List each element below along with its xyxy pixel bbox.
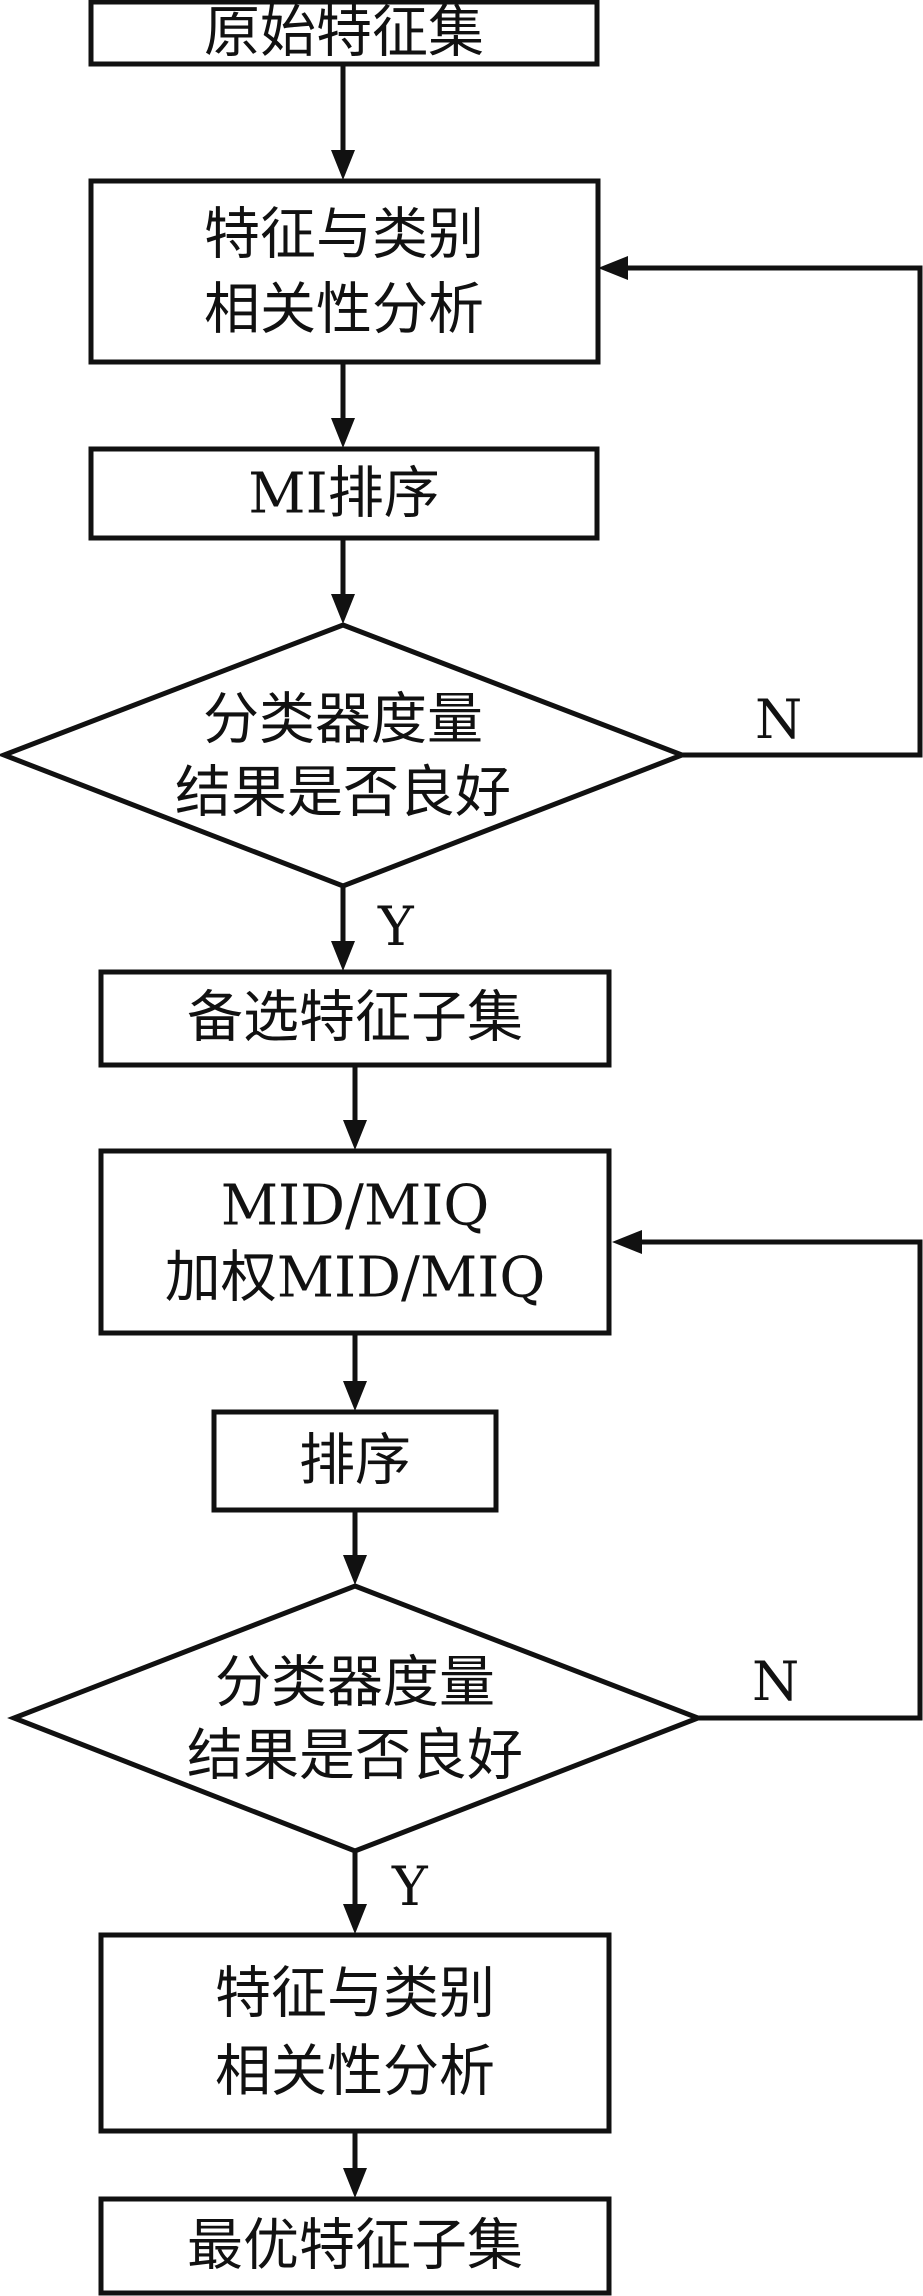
node-text-line: 结果是否良好 — [175, 761, 511, 826]
node-mid-miq: MID/MIQ 加权MID/MIQ — [98, 1148, 612, 1336]
node-correlation-analysis-1: 特征与类别 相关性分析 — [88, 178, 601, 365]
edge-labels: N Y N Y — [377, 688, 802, 1918]
edge-label-decision1-no: N — [755, 688, 802, 751]
edge-label-decision1-yes: Y — [377, 895, 415, 958]
node-text-line: MI排序 — [248, 462, 439, 527]
arrowhead-down-3 — [331, 594, 355, 624]
edge-decision2-no-loop — [642, 1239, 923, 1721]
node-mi-sort: MI排序 — [88, 446, 600, 541]
node-text-line: 特征与类别 — [204, 203, 484, 268]
node-text-line: 原始特征集 — [204, 1, 484, 66]
arrowhead-left-2 — [612, 1230, 642, 1254]
node-decision-1: 分类器度量 结果是否良好 — [0, 622, 689, 889]
node-text-line: 加权MID/MIQ — [165, 1246, 546, 1311]
node-text-line: 特征与类别 — [215, 1962, 495, 2027]
arrowhead-down-8 — [343, 1904, 367, 1934]
edge-decision1-no-loop — [628, 265, 923, 758]
node-text-line: 相关性分析 — [215, 2040, 495, 2105]
edges — [331, 64, 923, 2198]
arrowhead-down-4 — [331, 941, 355, 971]
node-text-line: 相关性分析 — [204, 278, 484, 343]
arrowhead-down-1 — [331, 150, 355, 180]
node-text-line: 最优特征子集 — [187, 2214, 523, 2279]
node-text-line: 备选特征子集 — [187, 986, 523, 1051]
arrowhead-down-2 — [331, 418, 355, 448]
node-optimal-subset: 最优特征子集 — [98, 2196, 612, 2296]
edge-label-decision2-yes: Y — [391, 1855, 429, 1918]
edge-label-decision2-no: N — [752, 1650, 799, 1713]
node-correlation-analysis-2: 特征与类别 相关性分析 — [98, 1932, 612, 2134]
node-text-line: 分类器度量 — [203, 688, 483, 753]
node-text-line: MID/MIQ — [221, 1174, 490, 1239]
arrowhead-down-5 — [343, 1120, 367, 1150]
node-text-line: 排序 — [299, 1429, 411, 1494]
node-original-features: 原始特征集 — [88, 0, 600, 67]
node-sort: 排序 — [211, 1409, 499, 1513]
arrowhead-down-9 — [343, 2168, 367, 2198]
node-text-line: 结果是否良好 — [187, 1724, 523, 1789]
node-decision-2: 分类器度量 结果是否良好 — [7, 1583, 705, 1854]
arrowhead-down-7 — [343, 1555, 367, 1585]
node-text-line: 分类器度量 — [215, 1651, 495, 1716]
node-candidate-subset: 备选特征子集 — [98, 969, 612, 1068]
arrowhead-down-6 — [343, 1381, 367, 1411]
arrowhead-left-1 — [598, 256, 628, 280]
